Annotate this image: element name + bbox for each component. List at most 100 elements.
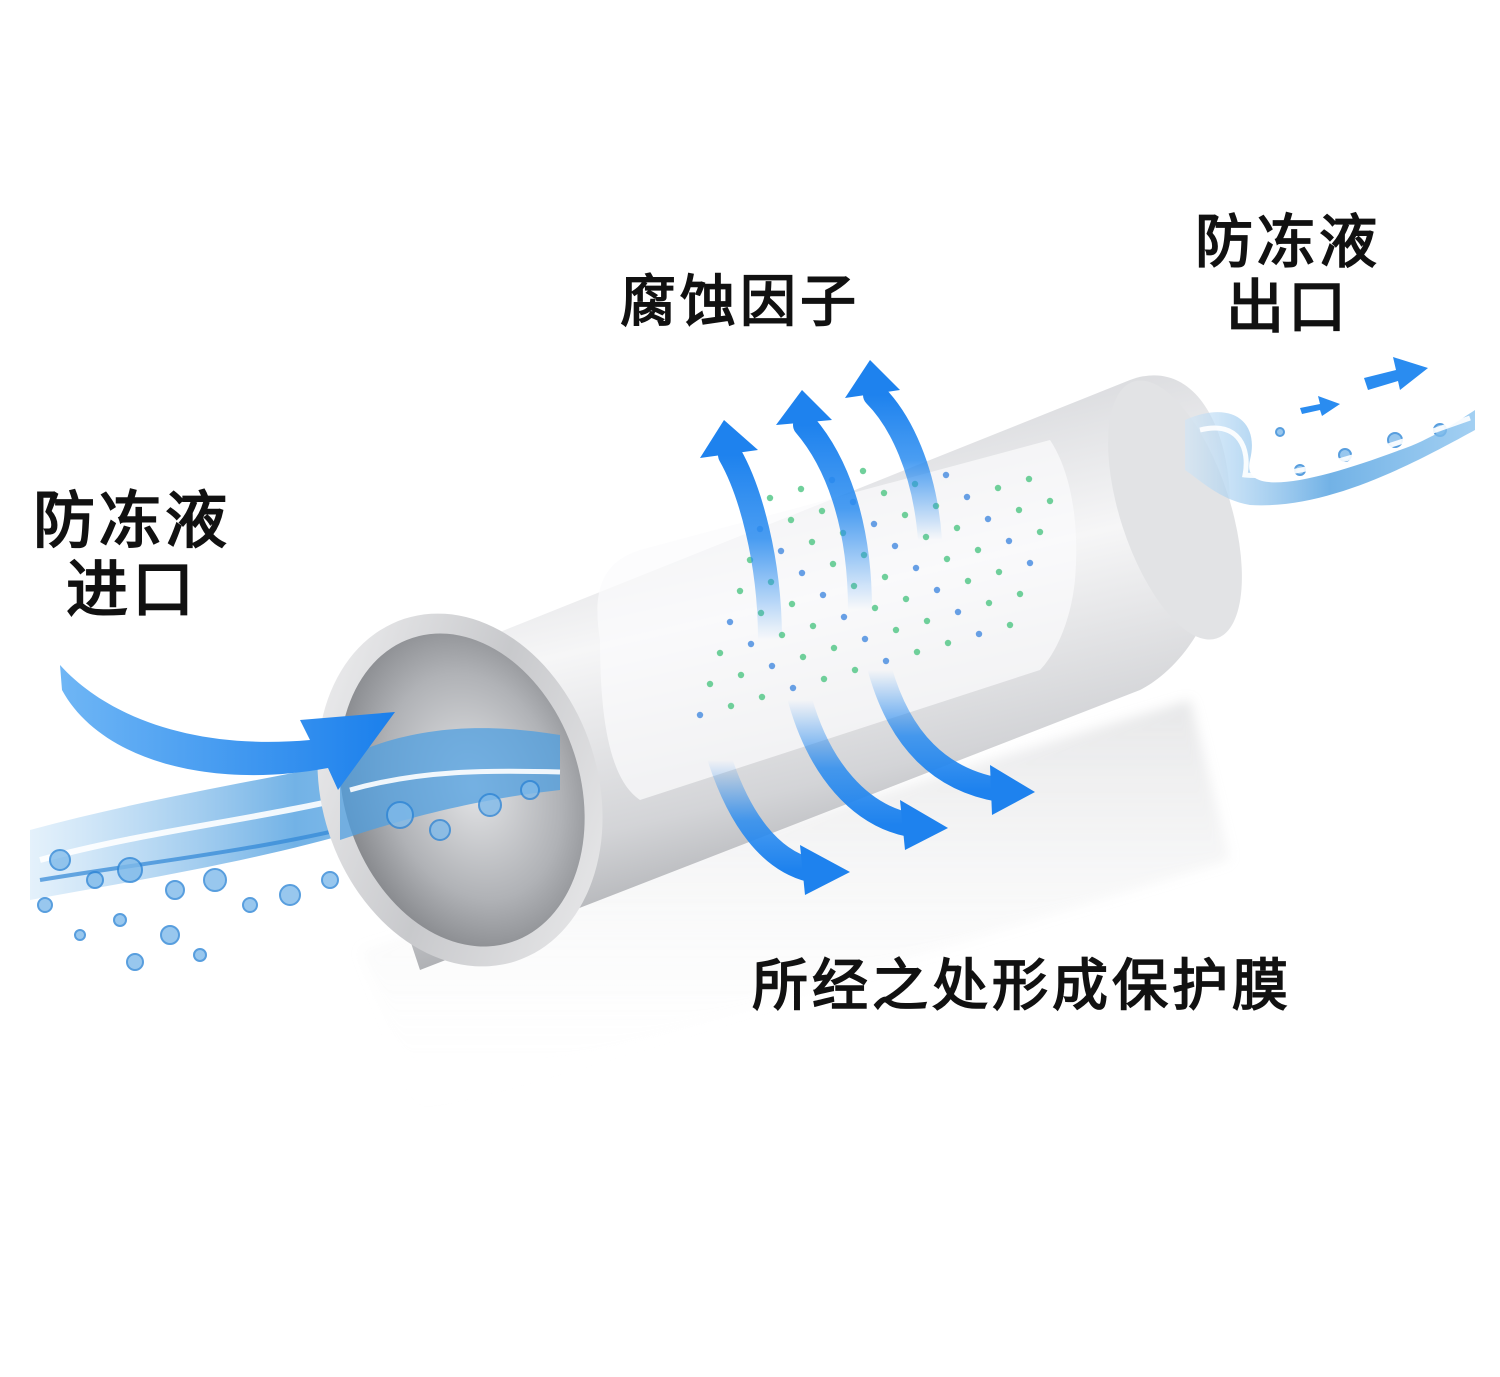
corrosion-particle (870, 520, 878, 528)
corrosion-particle (994, 484, 1002, 492)
corrosion-particle (964, 577, 972, 585)
curved-arrow-right-icon (60, 665, 395, 790)
corrosion-particle (737, 671, 745, 679)
water-droplet (242, 897, 258, 913)
corrosion-particle (819, 591, 827, 599)
curved-arrow-up-icon (845, 360, 900, 398)
corrosion-particle (1046, 497, 1054, 505)
small-arrow-right-icon (1364, 357, 1428, 390)
corrosion-particle (912, 564, 920, 572)
corrosion-particle (892, 626, 900, 634)
corrosion-particle (881, 573, 889, 581)
corrosion-particle (944, 639, 952, 647)
corrosion-particle (736, 587, 744, 595)
water-droplet (126, 953, 144, 971)
corrosion-particle (891, 542, 899, 550)
corrosion-particle (808, 538, 816, 546)
corrosion-particle (861, 635, 869, 643)
corrosion-particle (787, 516, 795, 524)
corrosion-particle (851, 666, 859, 674)
outlet-label-line-1: 防冻液 (1194, 208, 1381, 276)
corrosion-particle (984, 515, 992, 523)
corrosion-particle (871, 604, 879, 612)
corrosion-particle (777, 547, 785, 555)
water-droplet (74, 929, 86, 941)
curved-arrow-up-icon (718, 443, 782, 652)
corrosion-particle (788, 600, 796, 608)
water-droplet (203, 868, 227, 892)
water-droplet (165, 880, 185, 900)
corrosion-particle (830, 644, 838, 652)
corrosion-particle (913, 648, 921, 656)
inlet-label-line-1: 防冻液 (32, 484, 231, 557)
water-droplet (429, 819, 451, 841)
corrosion-particle (1005, 537, 1013, 545)
corrosion-particle (1006, 621, 1014, 629)
water-droplet (321, 871, 339, 889)
corrosion-particle (716, 649, 724, 657)
corrosion-particle (1016, 590, 1024, 598)
curved-arrow-down-right-icon (800, 845, 850, 895)
film-arrows (708, 658, 1035, 895)
water-droplet (113, 913, 127, 927)
corrosion-particle (766, 494, 774, 502)
water-droplet (386, 801, 414, 829)
curved-arrow-up-icon (776, 390, 832, 425)
corrosion-particle (726, 618, 734, 626)
corrosion-particle (975, 630, 983, 638)
corrosion-particle (1036, 528, 1044, 536)
corrosion-particle (840, 613, 848, 621)
corrosion-particle (799, 653, 807, 661)
water-droplet (37, 897, 53, 913)
corrosion-particle (829, 560, 837, 568)
corrosion-particle (747, 640, 755, 648)
inlet-label-line-2: 进口 (65, 553, 198, 627)
water-droplet (160, 925, 180, 945)
pipe-body (317, 375, 1242, 970)
corrosion-particle (933, 586, 941, 594)
corrosion-particle (902, 595, 910, 603)
corrosion-factor-label: 腐蚀因子 (620, 270, 860, 335)
corrosion-particle (954, 608, 962, 616)
small-arrow-right-icon (1300, 396, 1340, 416)
inlet-label: 防冻液 进口 (22, 486, 242, 625)
water-droplet (86, 871, 104, 889)
corrosion-particle (995, 568, 1003, 576)
corrosion-particle (727, 702, 735, 710)
corrosion-particle (1026, 559, 1034, 567)
corrosion-particle (985, 599, 993, 607)
corrosion-particle (706, 680, 714, 688)
corrosion-particle (974, 546, 982, 554)
corrosion-particle (953, 524, 961, 532)
water-droplet (478, 793, 502, 817)
corrosion-particle (768, 662, 776, 670)
corrosion-particle (798, 569, 806, 577)
corrosion-particle (696, 711, 704, 719)
corrosion-particle (797, 485, 805, 493)
corrosion-particle (818, 507, 826, 515)
water-droplet (117, 857, 143, 883)
water-droplet (49, 849, 71, 871)
corrosion-particle (809, 622, 817, 630)
outlet-arrows (1300, 357, 1428, 416)
outlet-label: 防冻液 出口 (1188, 210, 1388, 340)
curved-arrow-up-icon (700, 420, 758, 458)
corrosion-arrows (700, 360, 942, 652)
curved-arrow-down-right-icon (990, 765, 1035, 815)
curved-arrow-down-right-icon (868, 658, 1012, 802)
water-droplet (279, 884, 301, 906)
corrosion-particle (1015, 506, 1023, 514)
corrosion-particle (880, 489, 888, 497)
inlet-arrow (60, 665, 395, 790)
curved-arrow-down-right-icon (900, 800, 948, 850)
corrosion-particle (942, 471, 950, 479)
curved-arrow-down-right-icon (708, 748, 822, 882)
outlet-water-stream (1185, 410, 1475, 506)
corrosion-particle (820, 675, 828, 683)
corrosion-particle (963, 493, 971, 501)
curved-arrow-up-icon (863, 383, 942, 552)
protective-film-label: 所经之处形成保护膜 (752, 954, 1292, 1019)
corrosion-particle (758, 693, 766, 701)
